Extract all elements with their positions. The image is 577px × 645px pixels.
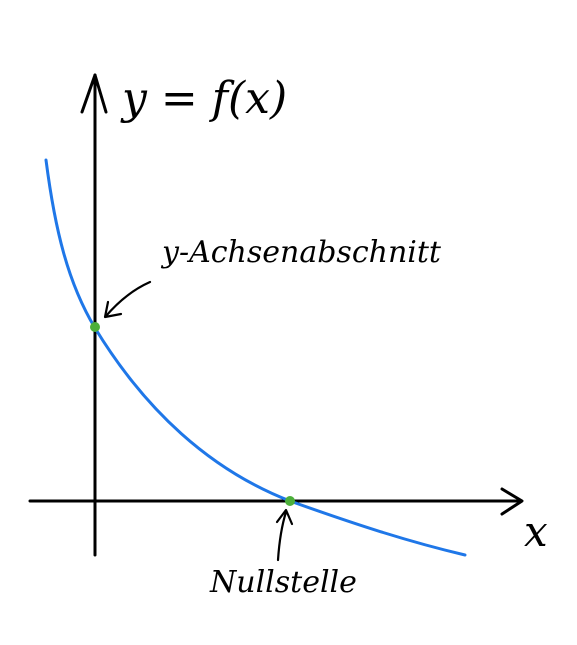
zero-pointer-head: [275, 508, 294, 526]
y-intercept-label: y-Achsenabschnitt: [160, 235, 442, 270]
y-axis-arrowhead: [80, 73, 108, 114]
x-axis: [28, 487, 524, 516]
zero-pointer-line: [276, 510, 288, 562]
function-curve: [44, 158, 467, 557]
y-intercept-pointer-line: [104, 280, 152, 318]
y-intercept-pointer-head: [103, 300, 123, 319]
x-axis-arrowhead: [500, 487, 524, 516]
x-axis-label: x: [524, 507, 548, 556]
zero-pointer: [275, 508, 294, 562]
y-intercept-pointer: [103, 280, 152, 319]
y-axis: [80, 73, 108, 557]
y-intercept-point: [90, 322, 100, 332]
function-label: y = f(x): [120, 73, 287, 124]
zero-point: [285, 496, 295, 506]
zero-label: Nullstelle: [209, 565, 357, 600]
